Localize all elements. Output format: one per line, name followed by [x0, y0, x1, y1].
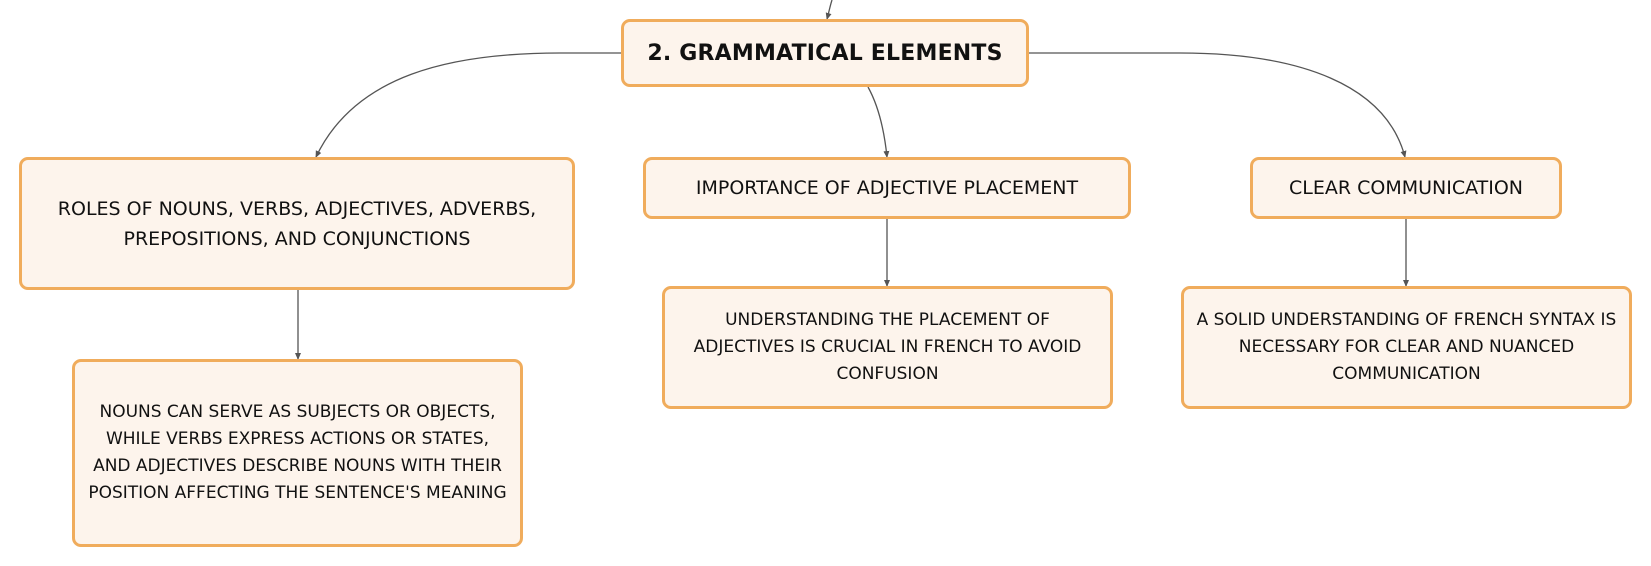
edge-root-to-clear-communication	[1029, 52, 1407, 158]
detail-node-solid-understanding[interactable]: A SOLID UNDERSTANDING OF FRENCH SYNTAX I…	[1181, 286, 1632, 409]
root-node-label: 2. GRAMMATICAL ELEMENTS	[647, 40, 1003, 66]
detail-node-understanding-adjectives[interactable]: UNDERSTANDING THE PLACEMENT OF ADJECTIVE…	[662, 286, 1113, 409]
topic-node-clear-communication[interactable]: CLEAR COMMUNICATION	[1250, 157, 1562, 219]
topic-node-roles[interactable]: ROLES OF NOUNS, VERBS, ADJECTIVES, ADVER…	[19, 157, 575, 290]
edge-root-to-adjective-placement	[867, 86, 890, 158]
edge-root-to-roles	[315, 52, 621, 158]
detail-node-text: NOUNS CAN SERVE AS SUBJECTS OR OBJECTS, …	[88, 402, 507, 503]
topic-node-label: CLEAR COMMUNICATION	[1289, 177, 1523, 199]
topic-node-adjective-placement[interactable]: IMPORTANCE OF ADJECTIVE PLACEMENT	[643, 157, 1131, 219]
detail-node-text: UNDERSTANDING THE PLACEMENT OF ADJECTIVE…	[693, 310, 1082, 384]
detail-node-text: A SOLID UNDERSTANDING OF FRENCH SYNTAX I…	[1196, 310, 1617, 384]
detail-node-nouns[interactable]: NOUNS CAN SERVE AS SUBJECTS OR OBJECTS, …	[72, 359, 523, 547]
root-node[interactable]: 2. GRAMMATICAL ELEMENTS	[621, 19, 1029, 87]
topic-node-label: ROLES OF NOUNS, VERBS, ADJECTIVES, ADVER…	[57, 197, 537, 250]
topic-node-label: IMPORTANCE OF ADJECTIVE PLACEMENT	[695, 177, 1079, 199]
edge-parent-to-root	[825, 0, 833, 20]
